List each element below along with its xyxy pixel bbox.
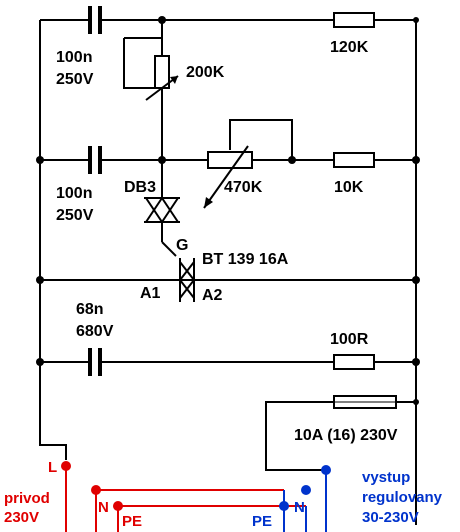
c3-value: 68n [76,301,104,318]
triac-label: BT 139 16A [202,251,289,268]
c1-value: 100n [56,49,92,66]
output-label-line2: regulovany [362,489,443,506]
capacitor-c1 [88,6,102,34]
potentiometer-pot1 [123,37,179,101]
output-terminals [279,465,331,532]
c2-value: 100n [56,185,92,202]
r3-value: 100R [330,331,369,348]
fuse-row [265,395,416,471]
output-label-line1: vystup [362,469,410,486]
left-rail [39,20,67,460]
output-label-line3: 30-230V [362,509,419,526]
terminal-input-l [61,461,71,471]
c1-voltage: 250V [56,71,94,88]
pot2-value: 470K [224,179,263,196]
potentiometer-pot2 [203,145,253,209]
input-terminals [61,461,306,532]
input-pe-label: PE [122,513,142,530]
input-l-label: L [48,459,57,476]
pot1-value: 200K [186,64,225,81]
triac-a1-label: A1 [140,285,161,302]
junction-dots [36,16,420,405]
fuse-value: 10A (16) 230V [294,427,398,444]
diac-db3 [144,196,180,224]
triac-a2-label: A2 [202,287,223,304]
output-n-label: N [294,499,305,516]
input-n-label: N [98,499,109,516]
r1-value: 120K [330,39,369,56]
terminal-output-pe [279,501,289,511]
terminal-output-n [301,485,311,495]
resistor-r3 [333,354,375,370]
capacitor-c2 [88,146,102,174]
triac-gate-label: G [176,237,188,254]
resistor-r2 [333,152,375,168]
c3-voltage: 680V [76,323,114,340]
output-pe-label: PE [252,513,272,530]
terminal-input-pe [113,501,123,511]
r2-value: 10K [334,179,364,196]
resistor-r1 [333,12,375,28]
top-row [40,19,417,525]
input-label-line1: privod [4,490,50,507]
diac-label: DB3 [124,179,156,196]
input-label-line2: 230V [4,509,39,526]
terminal-input-n [91,485,101,495]
capacitor-c3 [88,348,102,376]
triac-bt139 [178,258,196,302]
c2-voltage: 250V [56,207,94,224]
terminal-output-load [321,465,331,475]
